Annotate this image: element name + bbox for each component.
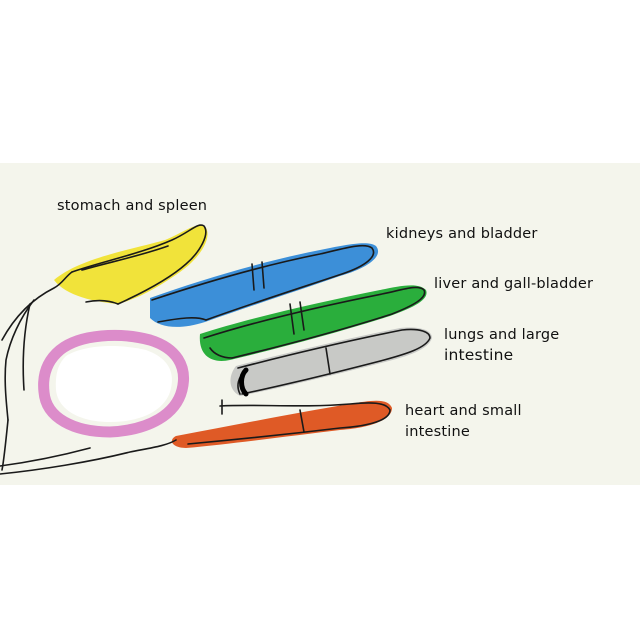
label-little-finger: heart and small intestine [405,401,522,443]
label-ring-line2: intestine [444,345,559,365]
palm-ring-center [56,346,172,422]
label-little-line2: intestine [405,422,522,443]
label-index-finger: kidneys and bladder [386,224,538,244]
label-ring-line1: lungs and large [444,325,559,345]
label-middle-text: liver and gall-bladder [434,274,593,294]
label-thumb-text: stomach and spleen [57,196,207,216]
label-thumb: stomach and spleen [57,196,207,216]
label-ring-finger: lungs and large intestine [444,325,559,365]
label-little-line1: heart and small [405,401,522,422]
label-middle-finger: liver and gall-bladder [434,274,593,294]
little-finger-fill [172,401,392,448]
label-index-text: kidneys and bladder [386,224,538,244]
